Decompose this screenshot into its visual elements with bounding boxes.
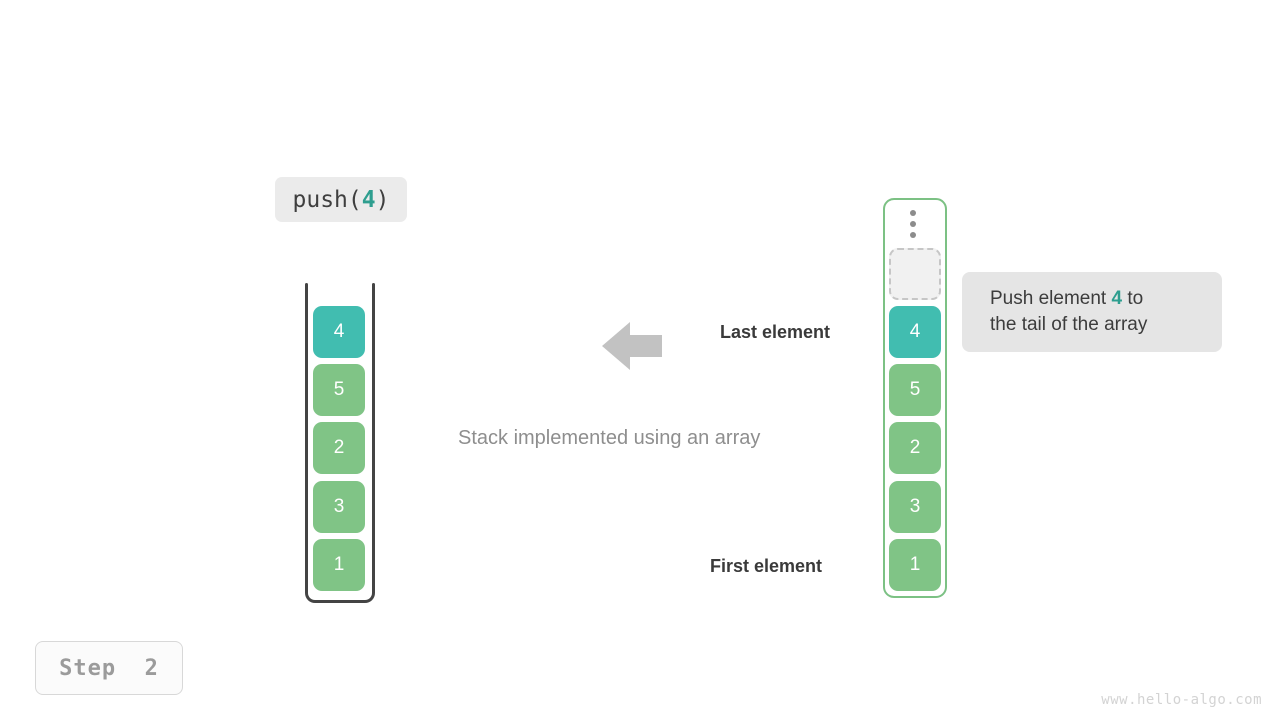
stack-container	[305, 283, 375, 603]
stack-cell-2-value: 2	[333, 437, 345, 458]
array-cell-0: 4	[889, 306, 941, 358]
stack-cell-0: 4	[313, 306, 365, 358]
stack-cell-3: 3	[313, 481, 365, 533]
stack-wall-left	[305, 283, 308, 576]
callout-line1-suffix: to	[1122, 288, 1144, 309]
array-cell-2: 2	[889, 422, 941, 474]
array-cell-1-value: 5	[909, 379, 921, 400]
last-element-label: Last element	[720, 322, 831, 342]
stack-cell-2: 2	[313, 422, 365, 474]
array-cell-3: 3	[889, 481, 941, 533]
stack-cell-1: 5	[313, 364, 365, 416]
callout-line1-prefix: Push element	[990, 288, 1112, 309]
operation-label: push(4)	[275, 177, 407, 222]
array-cell-3-value: 3	[909, 496, 921, 517]
array-empty-slot	[889, 248, 941, 300]
left-arrow-icon	[602, 322, 662, 370]
stack-cell-3-value: 3	[333, 496, 345, 517]
ellipsis-dot-2	[910, 221, 916, 227]
callout-line2: the tail of the array	[990, 314, 1148, 335]
stack-cell-4-value: 1	[333, 554, 345, 575]
stack-cell-1-value: 5	[333, 379, 345, 400]
first-element-label: First element	[710, 556, 823, 576]
callout-box: Push element 4 to the tail of the array	[962, 272, 1222, 352]
operation-label-suffix: )	[375, 186, 390, 213]
diagram-caption: Stack implemented using an array	[458, 427, 761, 449]
stack-floor	[305, 563, 375, 603]
ellipsis-dot-3	[910, 232, 916, 238]
array-cell-4: 1	[889, 539, 941, 591]
step-badge-label: Step 2	[59, 655, 159, 681]
array-cell-2-value: 2	[909, 437, 921, 458]
stack-wall-right	[372, 283, 375, 576]
array-cell-4-value: 1	[909, 554, 921, 575]
stack-cell-4: 1	[313, 539, 365, 591]
array-cell-0-value: 4	[909, 321, 921, 342]
callout-line1-accent: 4	[1111, 288, 1123, 309]
array-cell-1: 5	[889, 364, 941, 416]
step-badge: Step 2	[35, 641, 183, 695]
ellipsis-dot-1	[910, 210, 916, 216]
watermark: www.hello-algo.com	[1101, 692, 1262, 708]
operation-label-prefix: push(	[292, 186, 362, 213]
stack-cell-0-value: 4	[333, 321, 345, 342]
vertical-ellipsis-icon	[910, 210, 918, 238]
operation-label-argument: 4	[361, 186, 376, 213]
